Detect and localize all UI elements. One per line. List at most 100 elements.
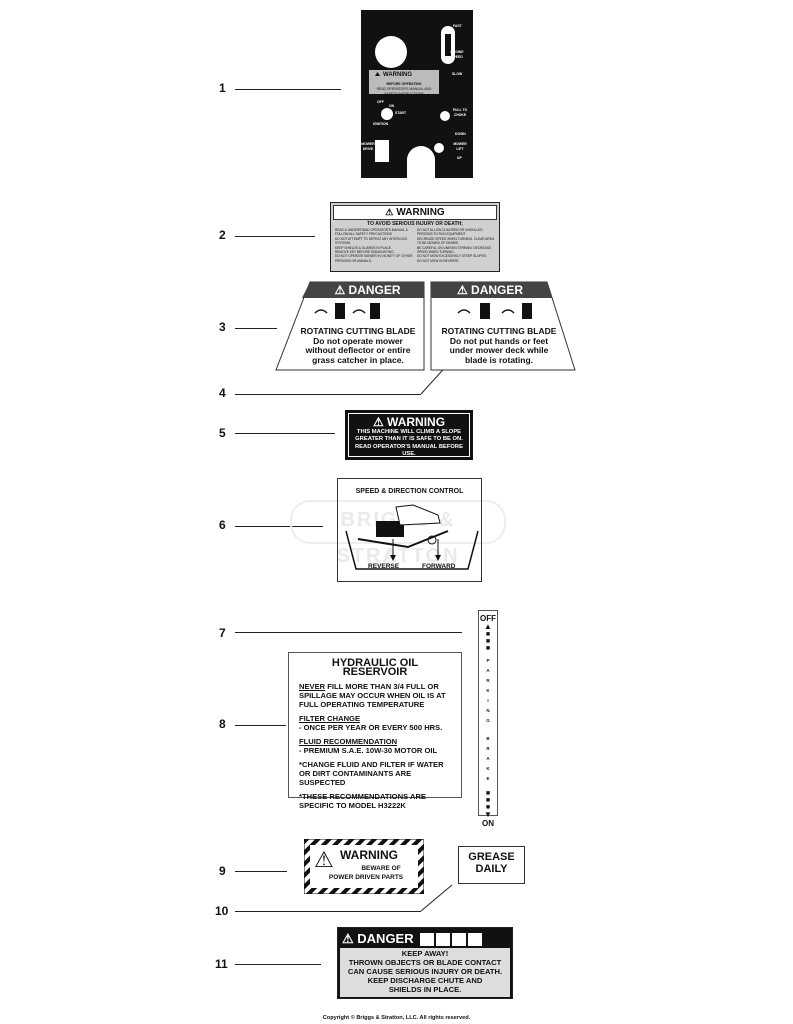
callout-2: 2 bbox=[219, 228, 226, 242]
hydraulic-never: NEVER bbox=[299, 682, 326, 691]
danger-11-line: THROWN OBJECTS OR BLADE CONTACT bbox=[348, 958, 502, 967]
warning-2-right-item: DO NOT ALLOW CHILDREN OR UNSKILLED PERSO… bbox=[417, 228, 483, 237]
speed-title: SPEED & DIRECTION CONTROL bbox=[355, 488, 464, 495]
park-letter: P bbox=[486, 658, 490, 663]
park-letter: K bbox=[486, 688, 490, 693]
park-letter: A bbox=[486, 668, 490, 673]
chevron-up-icon: ▲ bbox=[484, 622, 492, 631]
leader-line-7 bbox=[235, 632, 462, 633]
speed-reverse-label: REVERSE bbox=[368, 563, 400, 570]
callout-6: 6 bbox=[219, 518, 226, 532]
danger-4-line: blade is rotating. bbox=[464, 354, 533, 365]
park-letter: A bbox=[486, 756, 490, 761]
park-letter: B bbox=[486, 736, 490, 741]
grease-line-1: GREASE bbox=[468, 851, 515, 863]
warning-9-line: BEWARE OF bbox=[361, 865, 401, 872]
park-letter: I bbox=[487, 698, 489, 703]
warning-9-line: POWER DRIVEN PARTS bbox=[328, 874, 404, 881]
callout-1: 1 bbox=[219, 81, 226, 95]
callout-7: 7 bbox=[219, 626, 226, 640]
panel-slow-label: SLOW bbox=[452, 72, 463, 76]
control-panel-decal: FAST ENGINE SPEED SLOW WARNING BEFORE OP… bbox=[361, 10, 473, 178]
panel-on-label: ON bbox=[389, 104, 395, 108]
speed-direction-decal: SPEED & DIRECTION CONTROL REVERSE FORWAR… bbox=[337, 478, 482, 582]
danger-3-line: Do not operate mower bbox=[313, 335, 403, 346]
warning-5-line: THIS MACHINE WILL CLIMB A SLOPE bbox=[356, 429, 462, 435]
foot-pedal-icon bbox=[345, 504, 479, 570]
grease-line-2: DAILY bbox=[475, 863, 508, 875]
warning-2-subtitle: TO AVOID SERIOUS INJURY OR DEATH; bbox=[367, 221, 463, 227]
hydraulic-filter-heading: FILTER CHANGE bbox=[299, 714, 361, 723]
warning-5-line: GREATER THAN IT IS SAFE TO BE ON. bbox=[355, 436, 463, 443]
danger-4-headline: ROTATING CUTTING BLADE bbox=[441, 326, 557, 336]
hydraulic-p5: *THESE RECOMMENDATIONS ARE SPECIFIC TO M… bbox=[299, 792, 426, 810]
leader-line-6 bbox=[235, 526, 323, 527]
warning-2-right-item: DECREASE SPEED WHEN TURNING. CLEAR AREA … bbox=[417, 236, 494, 246]
panel-mower-drive-label: MOWER DRIVE bbox=[361, 142, 375, 151]
hydraulic-p4: *CHANGE FLUID AND FILTER IF WATER OR DIR… bbox=[299, 760, 444, 787]
park-on-label: ON bbox=[482, 819, 494, 828]
danger-4-line: under mower deck while bbox=[449, 345, 549, 355]
panel-fast-label: FAST bbox=[453, 24, 462, 28]
callout-11: 11 bbox=[215, 957, 228, 971]
grease-daily-decal: GREASE DAILY bbox=[458, 846, 525, 884]
panel-engine-speed-label: ENGINE SPEED bbox=[450, 50, 464, 59]
park-letter: G bbox=[486, 718, 490, 723]
warning-2-title: WARNING bbox=[396, 207, 445, 218]
warning-5-line: READ OPERATOR'S MANUAL BEFORE USE. bbox=[355, 443, 463, 458]
leader-line-1 bbox=[235, 89, 341, 90]
warning-5-title: WARNING bbox=[387, 415, 446, 429]
callout-9: 9 bbox=[219, 864, 226, 878]
copyright-notice: Copyright © Briggs & Stratton, LLC. All … bbox=[322, 1015, 471, 1021]
warning-2-right-item: DO NOT MOW EXCESSIVELY STEEP SLOPES. bbox=[417, 254, 487, 259]
danger-3-headline: ROTATING CUTTING BLADE bbox=[300, 326, 416, 336]
park-off-label: OFF bbox=[480, 614, 496, 623]
danger-3-line: grass catcher in place. bbox=[312, 354, 404, 365]
panel-ignition-label: IGNITION bbox=[373, 122, 389, 126]
warning-2-left-item: READ & UNDERSTAND OPERATOR'S MANUAL & FO… bbox=[335, 228, 408, 237]
warning-2-left-item: DO NOT OPERATE MOWER IN VICINITY OF OTHE… bbox=[335, 254, 413, 263]
danger-11-title: DANGER bbox=[357, 931, 414, 946]
panel-warning-label: WARNING bbox=[383, 72, 412, 78]
park-letter: N bbox=[486, 708, 490, 713]
hydraulic-p3: - PREMIUM S.A.E. 10W-30 MOTOR OIL bbox=[299, 746, 438, 755]
warning-9-title: WARNING bbox=[340, 848, 398, 862]
speed-forward-label: FORWARD bbox=[422, 563, 456, 570]
panel-down-label: DOWN bbox=[455, 132, 466, 136]
leader-line-10 bbox=[235, 911, 421, 912]
callout-8: 8 bbox=[219, 717, 226, 731]
hazard-pictogram-icons bbox=[419, 932, 482, 946]
danger-11-line: KEEP DISCHARGE CHUTE AND bbox=[367, 976, 483, 985]
warning-2-right-item: DO NOT MOW IN REVERSE. bbox=[417, 258, 460, 263]
parking-brake-strip: OFF ▲ ■■■ P A R K I N G B R A K E ■■■ ▼ … bbox=[478, 610, 498, 828]
callout-5: 5 bbox=[219, 426, 226, 440]
hydraulic-title: HYDRAULIC OIL RESERVOIR bbox=[331, 657, 419, 678]
hydraulic-p1: FILL MORE THAN 3/4 FULL OR SPILLAGE MAY … bbox=[299, 682, 446, 709]
park-letter: R bbox=[486, 678, 490, 683]
danger-3-line: without deflector or entire bbox=[305, 345, 411, 355]
leader-line-2 bbox=[235, 236, 315, 237]
panel-mower-lift-label: MOWER LIFT bbox=[453, 142, 467, 151]
warning-decal-9: ⚠ WARNING BEWARE OF POWER DRIVEN PARTS bbox=[304, 839, 424, 894]
panel-up-label: UP bbox=[457, 156, 462, 160]
chevron-down-icon: ▼ bbox=[484, 810, 492, 819]
panel-off-label: OFF bbox=[377, 100, 384, 104]
panel-pull-to-choke: PULL TO CHOKE bbox=[452, 108, 468, 117]
danger-11-line: KEEP AWAY! bbox=[401, 949, 449, 958]
hydraulic-oil-decal: HYDRAULIC OIL RESERVOIR NEVER FILL MORE … bbox=[288, 652, 462, 810]
leader-line-5 bbox=[235, 433, 335, 434]
danger-decal-11: ⚠ DANGER KEEP AWAY! THROWN OBJECTS OR BL… bbox=[337, 927, 513, 999]
warning-decal-5: ⚠ WARNING THIS MACHINE WILL CLIMB A SLOP… bbox=[345, 410, 473, 460]
block-bars-icon: ■■■ bbox=[485, 631, 491, 652]
park-letter: E bbox=[486, 776, 490, 781]
danger-11-line: CAN CAUSE SERIOUS INJURY OR DEATH. bbox=[347, 967, 503, 976]
warning-triangle-icon: ⚠ bbox=[385, 207, 394, 217]
warning-triangle-icon: ⚠ bbox=[372, 415, 384, 429]
panel-start-label: START bbox=[395, 111, 407, 115]
leader-line-8 bbox=[235, 725, 286, 726]
danger-decal-3: ⚠ DANGER ROTATING CUTTING BLADE Do not o… bbox=[275, 281, 425, 371]
leader-line-9 bbox=[235, 871, 287, 872]
park-letter: R bbox=[486, 746, 490, 751]
danger-4-line: Do not put hands or feet bbox=[449, 335, 549, 346]
warning-decal-2: ⚠ WARNING TO AVOID SERIOUS INJURY OR DEA… bbox=[330, 202, 500, 272]
